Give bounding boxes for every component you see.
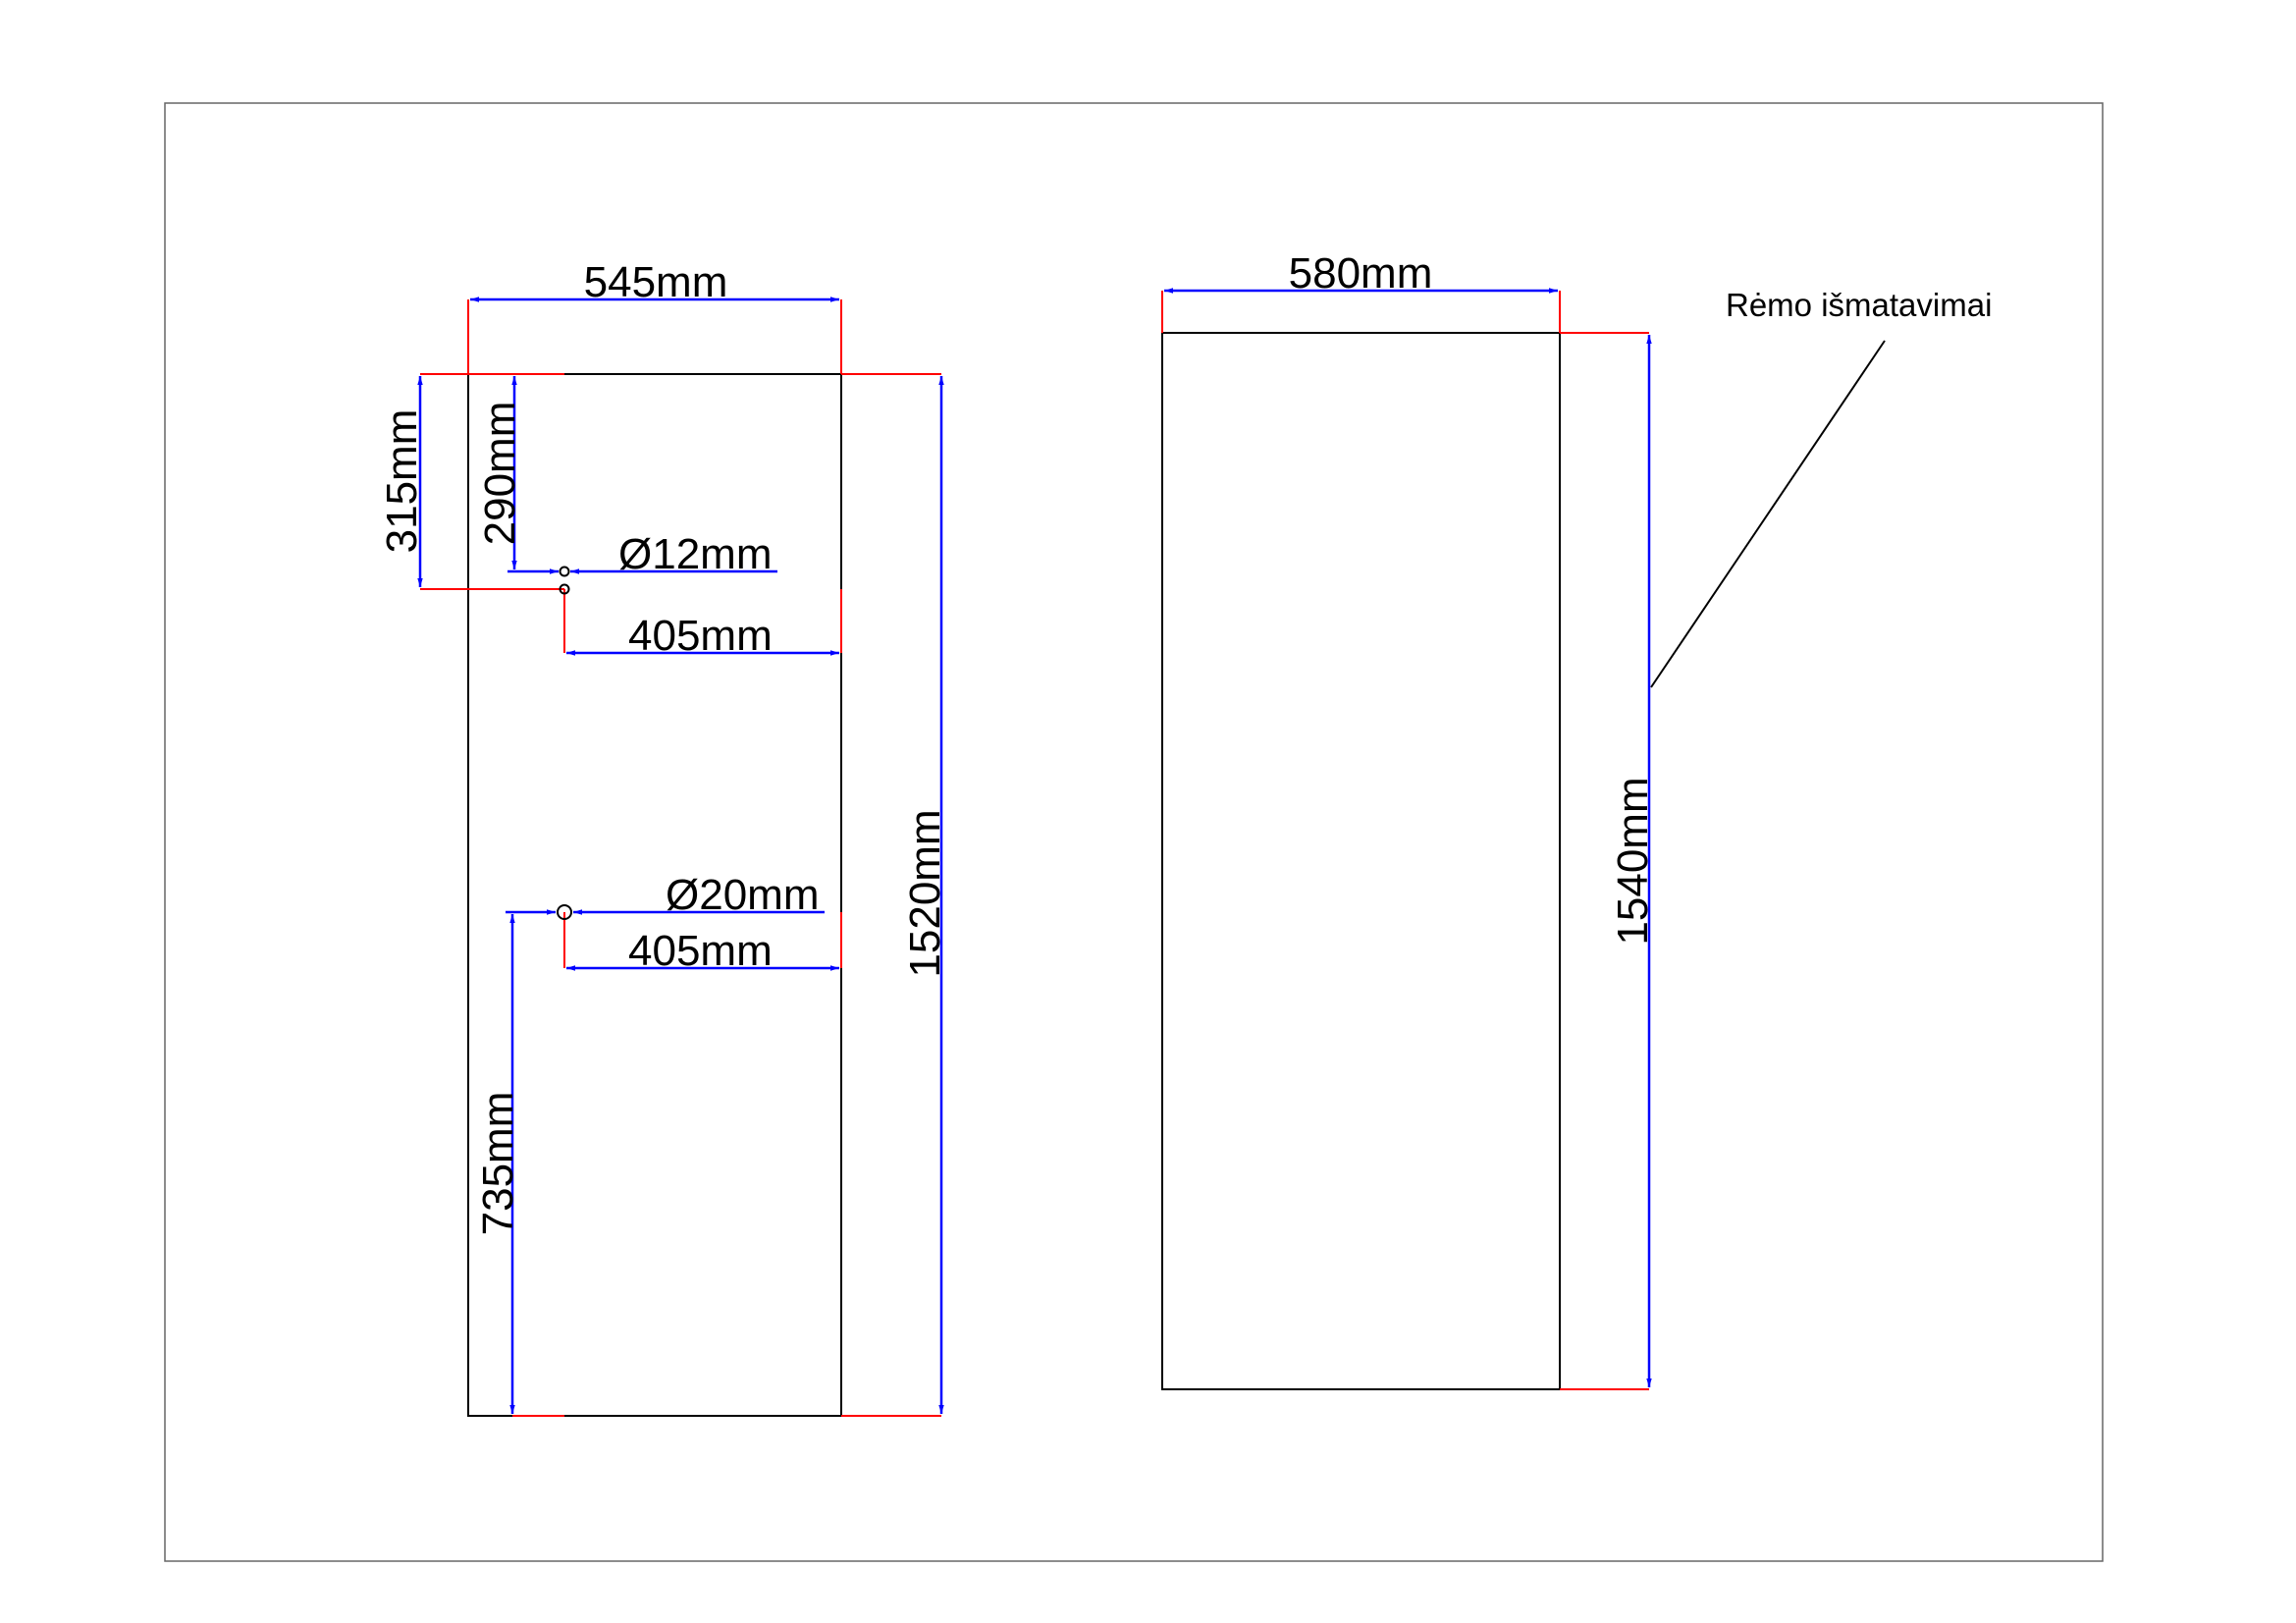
side-405-top-label: 405mm	[628, 612, 773, 660]
height-1540-label: 1540mm	[1609, 777, 1657, 945]
offset-290-label: 290mm	[476, 402, 524, 546]
large-hole-diameter-label: Ø20mm	[666, 871, 819, 919]
small-hole-upper	[559, 566, 570, 577]
left-panel: 545mm 315mm 290mm Ø12mm 405mm Ø20mm 405m…	[378, 258, 949, 1417]
small-hole-diameter-label: Ø12mm	[618, 530, 772, 578]
height-735-label: 735mm	[474, 1092, 522, 1236]
left-dimension-lines	[417, 297, 944, 1414]
small-hole-lower	[559, 583, 570, 595]
right-panel-outline	[1161, 332, 1561, 1390]
right-panel: 580mm 1540mm Rėmo išmatavimai	[1161, 249, 1992, 1390]
frame-dimensions-note: Rėmo išmatavimai	[1726, 287, 1992, 323]
side-405-bottom-label: 405mm	[628, 927, 773, 975]
width-label: 545mm	[584, 258, 728, 306]
right-dimension-lines	[1164, 288, 1652, 1387]
offset-315-label: 315mm	[378, 409, 426, 554]
width-580-label: 580mm	[1289, 249, 1433, 298]
drawing-frame	[164, 102, 2104, 1562]
left-panel-outline	[467, 373, 842, 1417]
large-hole	[557, 904, 572, 920]
left-extension-lines	[420, 299, 941, 1417]
note-leader-line	[1650, 340, 1886, 688]
right-extension-lines	[1161, 291, 1649, 1390]
height-1520-label: 1520mm	[901, 809, 949, 977]
